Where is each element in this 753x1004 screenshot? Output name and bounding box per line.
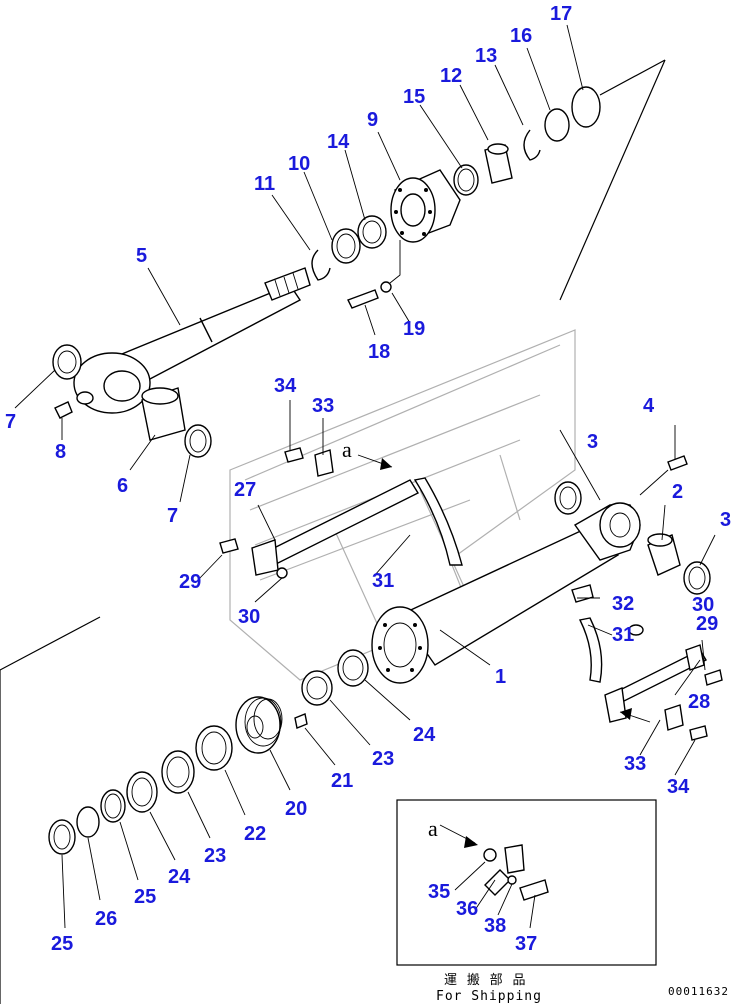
label-part-29b: 29 xyxy=(696,613,718,635)
label-part-30a: 30 xyxy=(238,606,260,628)
label-part-3a: 3 xyxy=(587,431,598,453)
label-part-18: 18 xyxy=(368,341,390,363)
label-part-12: 12 xyxy=(440,65,462,87)
label-part-1: 1 xyxy=(495,666,506,688)
label-part-10: 10 xyxy=(288,153,310,175)
cylinder-tube-part-1 xyxy=(371,502,641,684)
small-parts-top xyxy=(52,240,401,458)
label-part-34b: 34 xyxy=(667,776,690,798)
label-part-14: 14 xyxy=(327,131,350,153)
label-part-25a: 25 xyxy=(134,886,156,908)
bolts-middle xyxy=(219,447,723,741)
label-part-36: 36 xyxy=(456,898,478,920)
pipe-clamps xyxy=(251,449,707,731)
label-part-2: 2 xyxy=(672,481,683,503)
label-part-9: 9 xyxy=(367,109,378,131)
label-part-20: 20 xyxy=(285,798,307,820)
cylinder-side-parts xyxy=(554,455,711,636)
label-part-7a: 7 xyxy=(5,411,16,433)
label-part-15: 15 xyxy=(403,86,425,108)
label-part-32: 32 xyxy=(612,593,634,615)
piston-parts xyxy=(48,649,369,855)
head-assembly-part-9 xyxy=(390,169,461,243)
piston-rod xyxy=(73,267,311,414)
label-part-30b: 30 xyxy=(692,594,714,616)
label-part-23b: 23 xyxy=(204,845,226,867)
drawing-code: 00011632 xyxy=(668,985,729,998)
label-part-24b: 24 xyxy=(168,866,191,888)
label-part-13: 13 xyxy=(475,45,497,67)
shipping-inset xyxy=(396,799,657,966)
label-part-31a: 31 xyxy=(372,570,394,592)
label-part-28: 28 xyxy=(688,691,710,713)
inset-caption-en: For Shipping xyxy=(436,989,542,1004)
reference-arrow-main xyxy=(357,454,651,723)
label-part-25b: 25 xyxy=(51,933,73,955)
label-part-33b: 33 xyxy=(624,753,646,775)
label-part-8: 8 xyxy=(55,441,66,463)
inset-caption-jp: 運 搬 部 品 xyxy=(444,973,526,988)
watermark-logo xyxy=(229,329,576,681)
part-labels: 17 16 13 12 15 9 14 10 11 5 19 18 7 8 6 … xyxy=(5,3,731,955)
frame-lines xyxy=(0,59,666,1004)
label-part-6: 6 xyxy=(117,475,128,497)
label-part-19: 19 xyxy=(403,318,425,340)
label-part-31b: 31 xyxy=(612,624,634,646)
label-part-16: 16 xyxy=(510,25,532,47)
label-part-11: 11 xyxy=(254,173,275,195)
label-part-35: 35 xyxy=(428,881,450,903)
label-part-3b: 3 xyxy=(720,509,731,531)
label-part-4: 4 xyxy=(643,395,655,417)
label-part-26: 26 xyxy=(95,908,117,930)
label-part-5: 5 xyxy=(136,245,147,267)
label-part-34a: 34 xyxy=(274,375,297,397)
label-part-21: 21 xyxy=(331,770,353,792)
label-part-37: 37 xyxy=(515,933,537,955)
leader-lines xyxy=(14,24,716,776)
inset-ref-letter-a: a xyxy=(428,816,438,841)
ref-letter-a: a xyxy=(342,437,352,462)
label-part-7b: 7 xyxy=(167,505,178,527)
label-part-17: 17 xyxy=(550,3,572,25)
label-part-29a: 29 xyxy=(179,571,201,593)
label-part-33a: 33 xyxy=(312,395,334,417)
leader-lines-bottom xyxy=(61,679,411,929)
head-rings xyxy=(311,86,601,281)
label-part-23a: 23 xyxy=(372,748,394,770)
label-part-24a: 24 xyxy=(413,724,436,746)
label-part-38: 38 xyxy=(484,915,506,937)
label-part-22: 22 xyxy=(244,823,266,845)
label-part-27: 27 xyxy=(234,479,256,501)
